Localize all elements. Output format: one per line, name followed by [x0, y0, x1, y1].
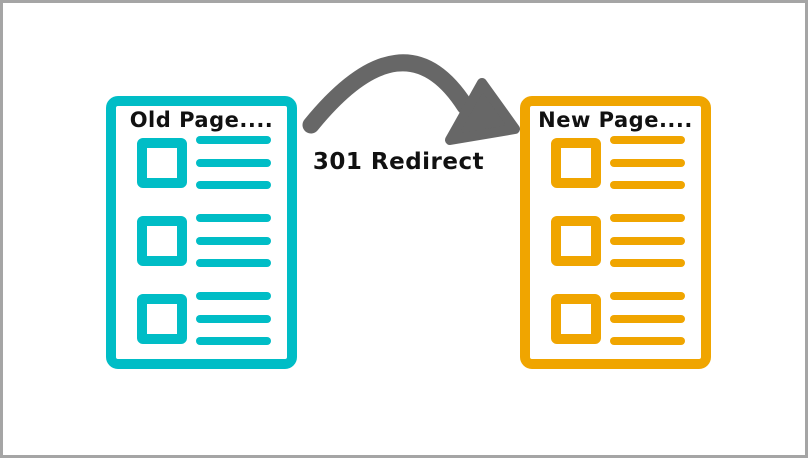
content-line: [196, 181, 271, 189]
content-lines: [610, 136, 685, 189]
content-line: [196, 292, 271, 300]
content-line: [196, 259, 271, 267]
content-line: [610, 214, 685, 222]
content-row: [137, 292, 271, 345]
content-lines: [610, 292, 685, 345]
arrow-head: [445, 78, 520, 145]
content-lines: [196, 214, 271, 267]
new-page-card: New Page....: [520, 96, 711, 369]
content-line: [196, 136, 271, 144]
content-line: [196, 214, 271, 222]
content-line: [610, 181, 685, 189]
content-line: [610, 337, 685, 345]
content-lines: [196, 136, 271, 189]
content-square: [137, 215, 187, 266]
content-line: [610, 136, 685, 144]
content-line: [610, 314, 685, 323]
content-row: [137, 214, 271, 267]
content-lines: [196, 292, 271, 345]
content-line: [610, 259, 685, 267]
content-line: [196, 337, 271, 345]
content-lines: [610, 214, 685, 267]
content-line: [196, 236, 271, 245]
content-line: [610, 292, 685, 300]
content-square: [551, 215, 601, 266]
content-square: [137, 137, 187, 188]
content-square: [551, 137, 601, 188]
content-row: [551, 214, 685, 267]
content-square: [137, 293, 187, 344]
content-row: [551, 292, 685, 345]
content-line: [196, 158, 271, 167]
content-line: [610, 158, 685, 167]
old-page-card: Old Page....: [106, 96, 297, 369]
content-line: [196, 314, 271, 323]
content-row: [551, 136, 685, 189]
content-square: [551, 293, 601, 344]
redirect-label: 301 Redirect: [312, 149, 485, 175]
content-row: [137, 136, 271, 189]
new-page-title: New Page....: [538, 108, 693, 132]
new-page-content: [530, 134, 701, 345]
content-line: [610, 236, 685, 245]
old-page-content: [116, 134, 287, 345]
old-page-title: Old Page....: [129, 108, 274, 132]
arrow-shaft: [302, 54, 474, 134]
